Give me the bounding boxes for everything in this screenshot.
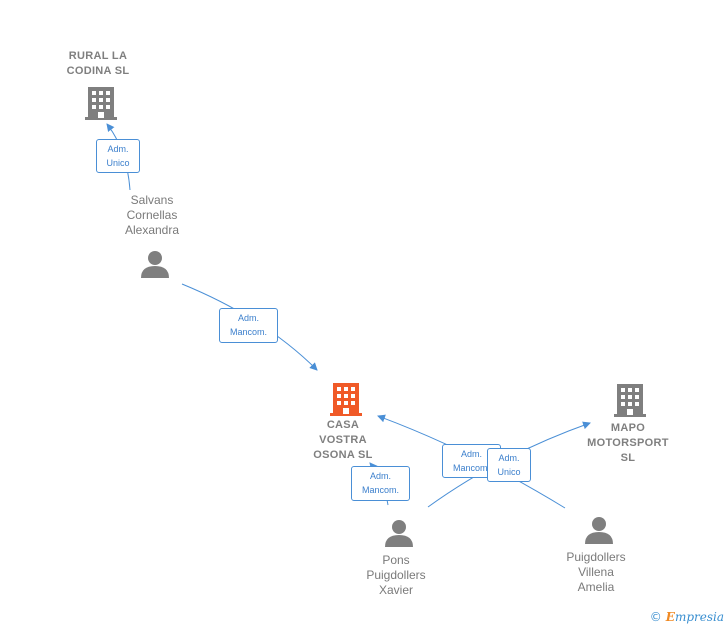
person-salvans-line1: Salvans: [130, 193, 174, 207]
person-salvans-label[interactable]: Salvans Cornellas Alexandra: [102, 193, 202, 238]
person-icon[interactable]: [584, 515, 614, 545]
company-casa-label[interactable]: CASA VOSTRA OSONA SL: [293, 418, 393, 463]
brand-name: mpresia: [674, 610, 724, 624]
edge-label-line1: Adm.: [498, 453, 520, 463]
person-puigdollers-line2: Villena: [578, 565, 614, 579]
edge-label-line2: Mancom.: [229, 327, 267, 337]
person-pons-line3: Xavier: [378, 583, 413, 597]
edge-label-pons-casa[interactable]: Adm. Mancom.: [351, 466, 410, 501]
person-puigdollers-line1: Puigdollers: [566, 550, 626, 564]
building-icon[interactable]: [84, 84, 118, 120]
building-icon[interactable]: [613, 381, 647, 417]
person-icon[interactable]: [140, 249, 170, 279]
company-mapo-line2: MOTORSPORT: [587, 437, 669, 449]
edge-label-line2: Unico: [497, 467, 521, 477]
person-pons-line1: Pons: [382, 553, 410, 567]
company-casa-line2: VOSTRA: [319, 434, 367, 446]
copyright-symbol: ©: [649, 610, 662, 624]
company-rural-label[interactable]: RURAL LA CODINA SL: [48, 49, 148, 79]
company-casa-line3: OSONA SL: [313, 449, 373, 461]
person-puigdollers-label[interactable]: Puigdollers Villena Amelia: [546, 550, 646, 595]
person-puigdollers-line3: Amelia: [577, 580, 615, 594]
edge-label-pons-mapo[interactable]: Adm. Unico: [487, 448, 531, 482]
company-mapo-line3: SL: [620, 452, 636, 464]
person-pons-line2: Puigdollers: [366, 568, 426, 582]
edge-label-salvans-rural[interactable]: Adm. Unico: [96, 139, 140, 173]
company-mapo-label[interactable]: MAPO MOTORSPORT SL: [578, 421, 678, 466]
empresia-logo: ©Empresia: [650, 610, 724, 624]
edge-label-line1: Adm.: [460, 449, 482, 459]
company-rural-line1: RURAL LA: [68, 50, 128, 62]
person-pons-label[interactable]: Pons Puigdollers Xavier: [346, 553, 446, 598]
company-casa-line1: CASA: [326, 419, 360, 431]
building-icon-main[interactable]: [329, 380, 363, 416]
edge-label-line1: Adm.: [369, 471, 391, 481]
brand-initial: E: [665, 610, 675, 624]
edge-label-line1: Adm.: [237, 313, 259, 323]
person-salvans-line2: Cornellas: [126, 208, 178, 222]
edge-label-line2: Unico: [106, 158, 130, 168]
edge-label-salvans-casa[interactable]: Adm. Mancom.: [219, 308, 278, 343]
person-salvans-line3: Alexandra: [124, 223, 180, 237]
company-mapo-line1: MAPO: [610, 422, 646, 434]
company-rural-line2: CODINA SL: [66, 65, 130, 77]
person-icon[interactable]: [384, 518, 414, 548]
edge-label-line1: Adm.: [107, 144, 129, 154]
edge-label-line2: Mancom.: [361, 485, 399, 495]
edge-label-line2: Mancom.: [452, 463, 490, 473]
